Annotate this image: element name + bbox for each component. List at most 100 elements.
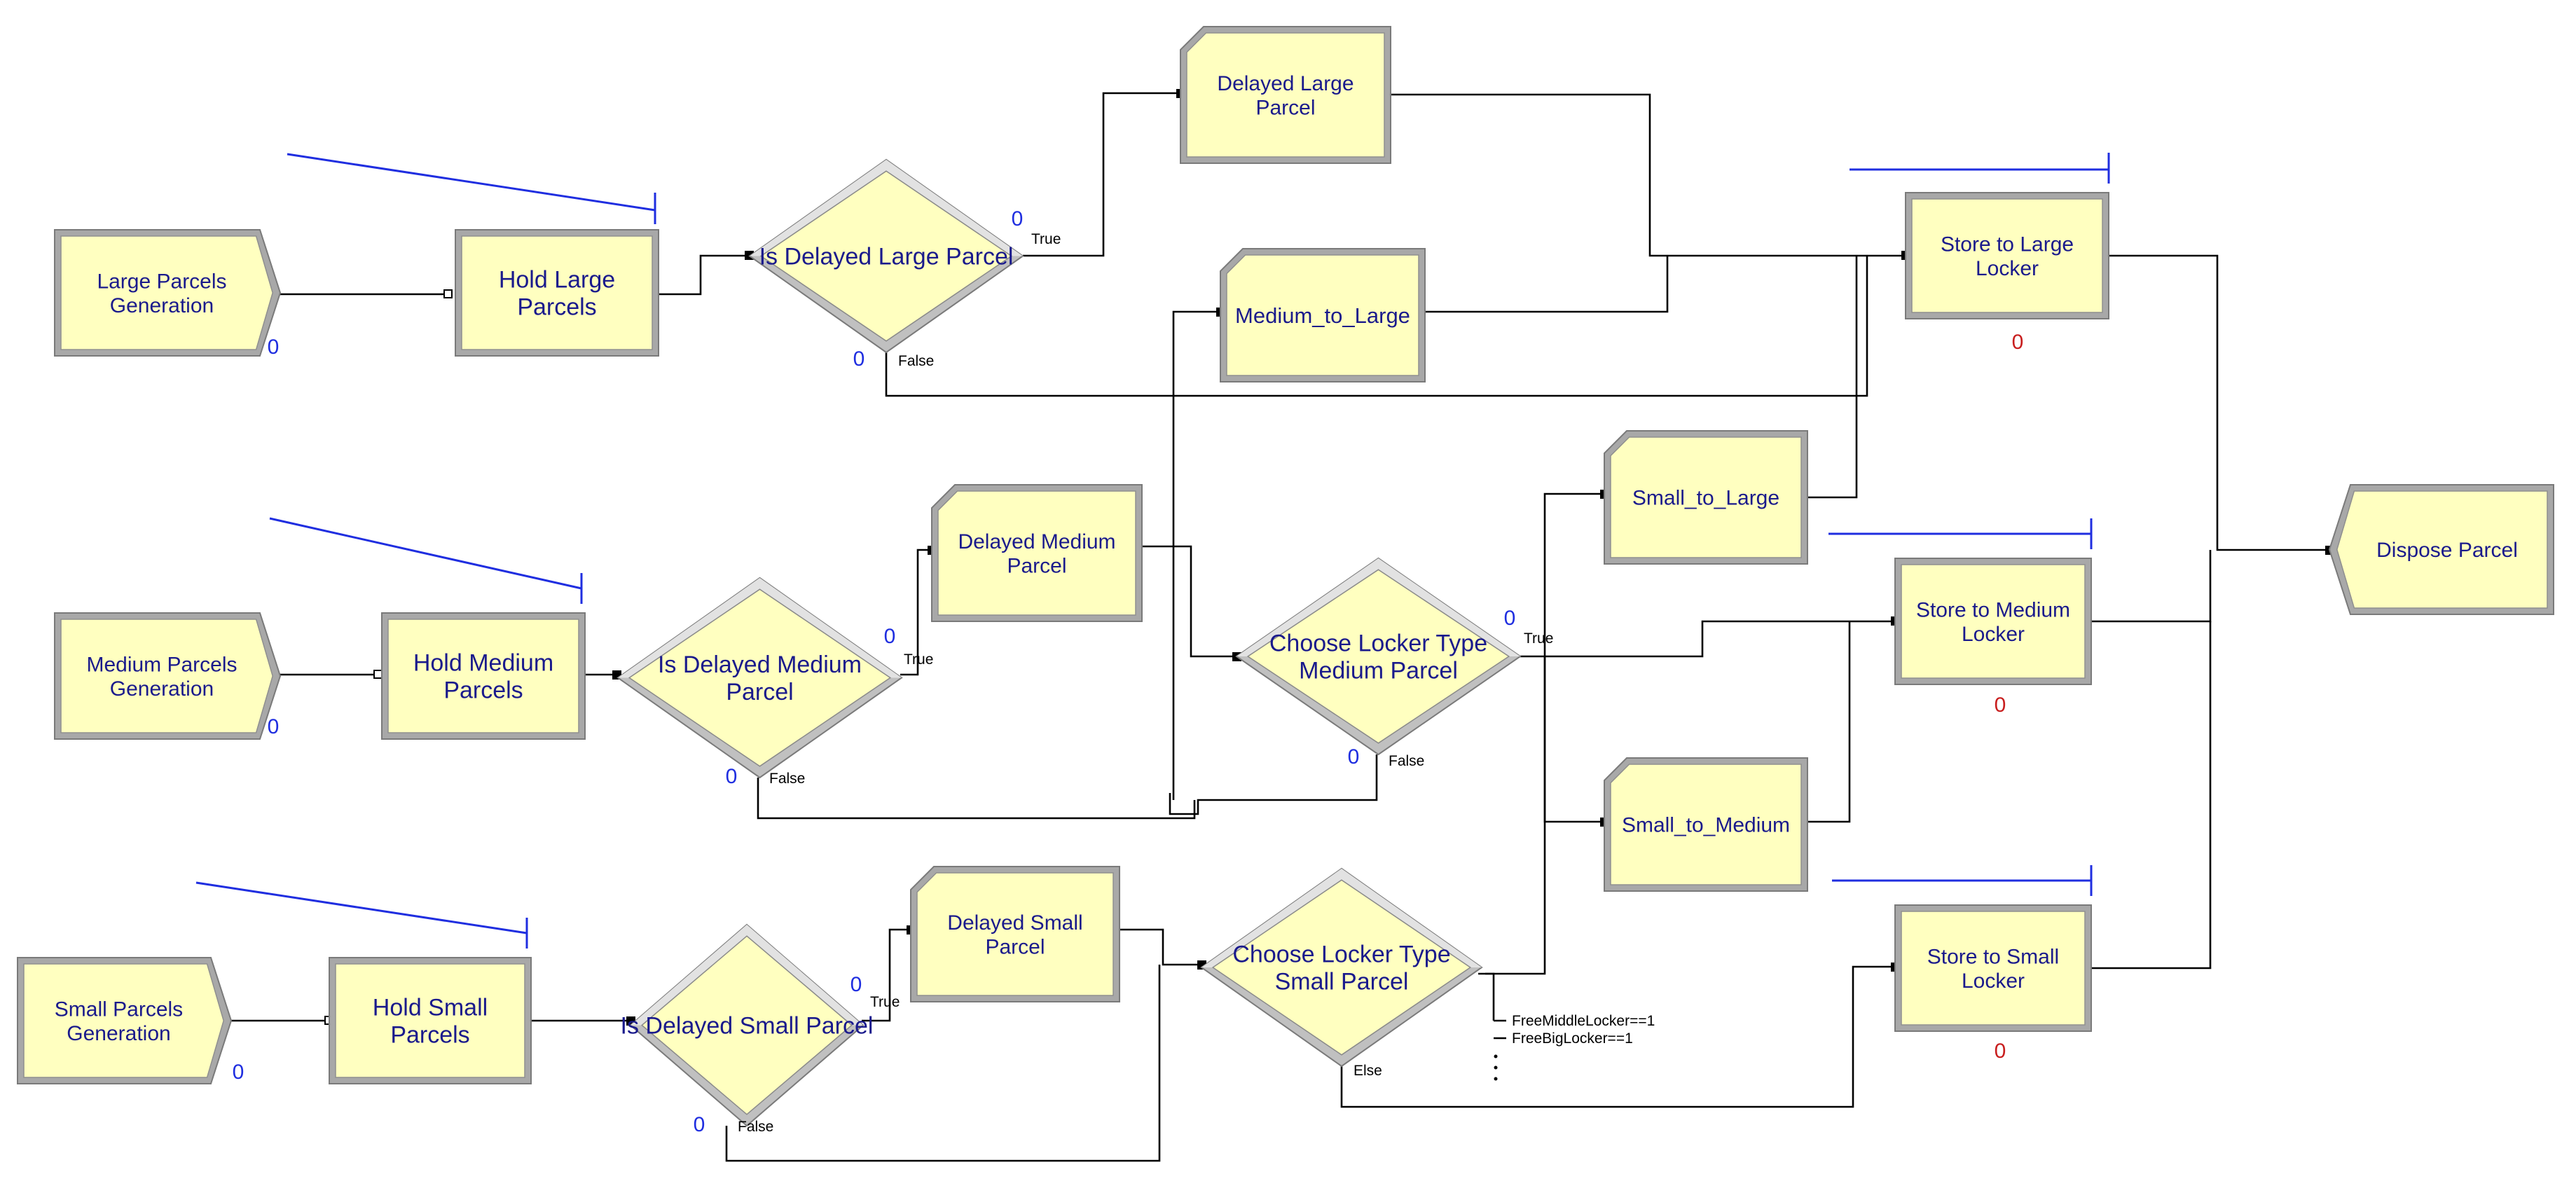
module-label: Small_to_Large — [1632, 487, 1779, 510]
connector[interactable] — [1138, 545, 1237, 658]
connector[interactable] — [725, 965, 1161, 1162]
module-label: Large Parcels — [97, 270, 226, 293]
condition-stub — [1485, 972, 1495, 1021]
connector[interactable] — [1391, 93, 1906, 257]
module-label: Small Parcel — [1275, 968, 1409, 995]
is-delayed-small-module[interactable]: Is Delayed Small Parcel — [621, 923, 874, 1127]
module-label: Is Delayed Medium — [658, 651, 862, 678]
connector[interactable] — [1517, 620, 1895, 658]
connector[interactable] — [659, 254, 750, 296]
module-label: Choose Locker Type — [1269, 630, 1487, 656]
module-label: Dispose Parcel — [2376, 539, 2518, 562]
branch-label-false: False — [769, 771, 805, 787]
connector[interactable] — [1340, 965, 1895, 1108]
module-label: Generation — [110, 677, 214, 701]
module-label: Medium Parcel — [1299, 657, 1458, 684]
connector[interactable] — [1804, 621, 1851, 823]
branch-label-false: False — [1389, 753, 1424, 769]
module-label: Locker — [1962, 623, 2025, 646]
module-label: Parcel — [985, 935, 1045, 958]
connector[interactable] — [1543, 492, 1604, 656]
connector[interactable] — [1169, 754, 1378, 815]
branch-label-false: False — [738, 1119, 773, 1135]
connector[interactable] — [2109, 254, 2329, 551]
module-label: Store to Small — [1927, 945, 2059, 968]
counter: 0 — [268, 715, 280, 738]
module-label: Parcels — [517, 294, 596, 320]
connector[interactable] — [1478, 656, 1546, 975]
counter: 0 — [1995, 694, 2006, 717]
connector[interactable] — [1117, 928, 1201, 966]
module-label: Medium Parcels — [86, 653, 237, 676]
module-label: Delayed Large — [1217, 72, 1354, 95]
dispose-module[interactable]: Dispose Parcel — [2328, 484, 2554, 615]
counter: 0 — [1012, 207, 1024, 230]
condition-label-big: FreeBigLocker==1 — [1512, 1030, 1633, 1047]
module-label: Hold Small — [373, 994, 488, 1021]
module-label: Small Parcels — [55, 998, 183, 1021]
module-label: Is Delayed Large Parcel — [759, 243, 1014, 270]
module-label: Hold Medium — [413, 649, 553, 676]
module-label: Store to Medium — [1916, 598, 2070, 621]
connector[interactable] — [885, 256, 1868, 397]
module-label: Locker — [1976, 257, 2039, 280]
connector[interactable] — [1023, 92, 1180, 257]
more-conditions-dots — [1494, 1054, 1498, 1081]
branch-label-else: Else — [1354, 1063, 1382, 1079]
connector[interactable] — [1172, 310, 1220, 800]
medium-to-large-module[interactable]: Medium_to_Large — [1220, 248, 1426, 382]
module-label: Locker — [1962, 970, 2025, 993]
counter: 0 — [268, 336, 280, 359]
connector[interactable] — [1804, 256, 1858, 499]
branch-label-true: True — [870, 994, 900, 1010]
module-label: Medium_to_Large — [1235, 303, 1410, 328]
small-to-medium-module[interactable]: Small_to_Medium — [1604, 757, 1808, 892]
connector[interactable] — [757, 778, 1196, 820]
connector[interactable] — [2091, 550, 2212, 623]
module-label: Parcel — [1255, 96, 1315, 119]
connector[interactable] — [1426, 256, 1669, 313]
branch-label-true: True — [1524, 630, 1553, 647]
connector[interactable] — [1543, 656, 1604, 823]
module-label: Generation — [110, 294, 214, 317]
branch-labels: True False True False True False True Fa… — [738, 231, 1655, 1135]
connector[interactable] — [2091, 621, 2212, 970]
branch-label-true: True — [904, 651, 933, 668]
counter: 0 — [694, 1113, 705, 1136]
module-label: Parcel — [726, 679, 793, 705]
small-to-large-module[interactable]: Small_to_Large — [1604, 430, 1808, 565]
counter: 0 — [726, 765, 738, 788]
is-delayed-large-module[interactable]: Is Delayed Large Parcel — [748, 158, 1024, 354]
module-label: Delayed Small — [947, 911, 1082, 935]
module-label: Choose Locker Type — [1232, 941, 1450, 967]
queue-lines — [195, 153, 2110, 949]
module-label: Generation — [67, 1022, 170, 1045]
module-label: Small_to_Medium — [1622, 814, 1790, 837]
counter: 0 — [1995, 1040, 2006, 1063]
counter: 0 — [2012, 331, 2024, 354]
branch-label-true: True — [1031, 231, 1061, 247]
counter: 0 — [850, 973, 862, 996]
branch-label-false: False — [898, 353, 934, 369]
connector[interactable] — [862, 928, 911, 1022]
counter: 0 — [853, 347, 865, 371]
module-label: Parcels — [390, 1021, 469, 1048]
module-label: Hold Large — [499, 266, 615, 293]
connector[interactable] — [900, 549, 932, 676]
